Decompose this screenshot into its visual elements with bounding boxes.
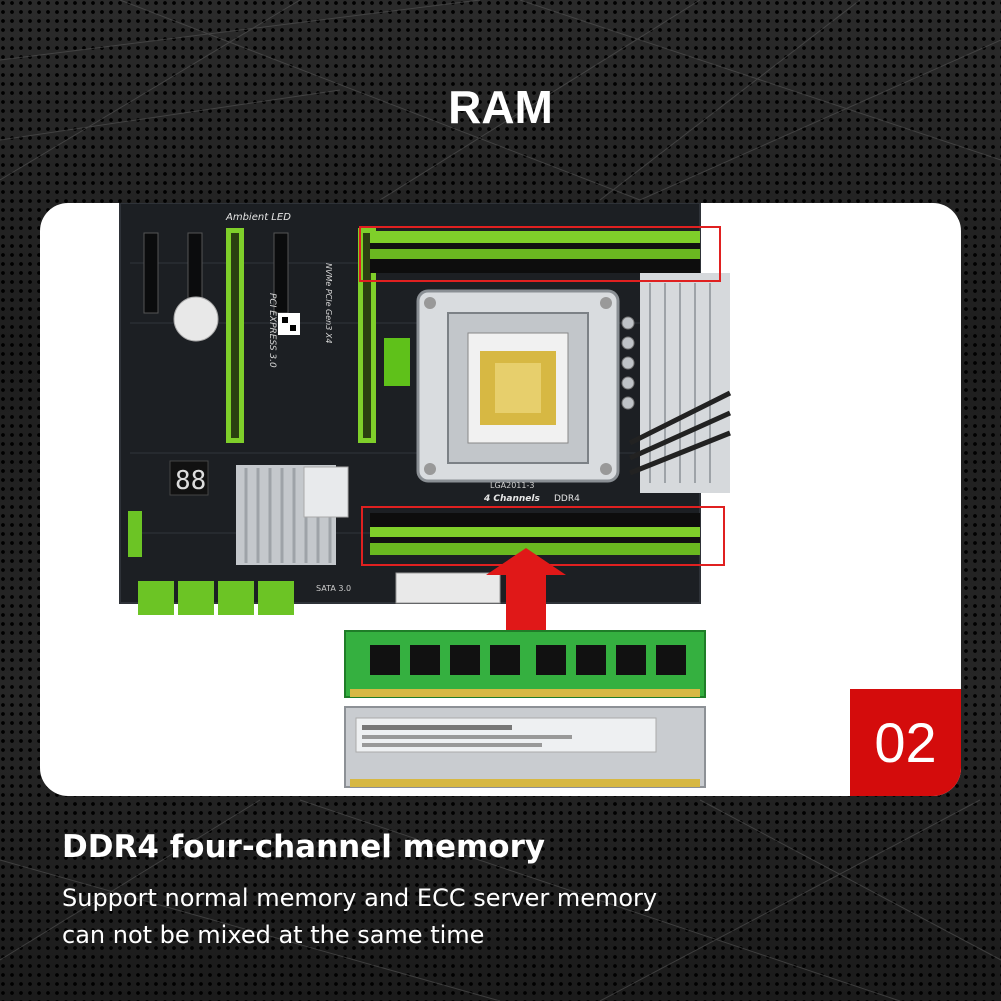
feature-description: Support normal memory and ECC server mem… (62, 880, 657, 954)
description-line: Support normal memory and ECC server mem… (62, 884, 658, 912)
description-line: can not be mixed at the same time (62, 921, 485, 949)
bios-chip (384, 338, 410, 386)
cmos-battery (173, 296, 219, 342)
arrow-up-icon (486, 548, 566, 633)
dimm-slot (370, 249, 700, 259)
sata-port (138, 581, 174, 615)
sata-label: SATA 3.0 (316, 584, 351, 593)
vrm-heatsink (640, 273, 730, 493)
nvme-label: NVMe PCIe Gen3 X4 (324, 263, 333, 343)
ambient-led-label: Ambient LED (225, 212, 291, 223)
atx-power-connector (395, 572, 501, 604)
dimm-slot (370, 527, 700, 537)
page-title: RAM (448, 81, 553, 133)
debug-led-display (169, 460, 209, 496)
front-panel-header (128, 511, 142, 557)
sata-port (258, 581, 294, 615)
pci-express-label: PCI EXPRESS 3.0 (267, 293, 277, 368)
sata-port (178, 581, 214, 615)
motherboard-illustration: Ambient LED PCI EXPRESS 3.0 NVMe PCIe Ge… (119, 203, 732, 788)
socket-label: LGA2011-3 (490, 481, 534, 490)
dimm-highlight-top (359, 226, 721, 282)
sata-port (218, 581, 254, 615)
pcie-x1-slot (143, 232, 159, 314)
dimm-slot (370, 543, 700, 555)
step-number-badge: 02 (850, 689, 961, 796)
svg-text:88: 88 (175, 466, 206, 496)
feature-title: DDR4 four-channel memory (62, 829, 546, 865)
product-card: Ambient LED PCI EXPRESS 3.0 NVMe PCIe Ge… (40, 203, 961, 796)
qr-code (278, 313, 300, 335)
ddr-label: DDR4 (554, 494, 580, 504)
channels-label: 4 Channels (483, 494, 540, 504)
dimm-slot (370, 231, 700, 243)
